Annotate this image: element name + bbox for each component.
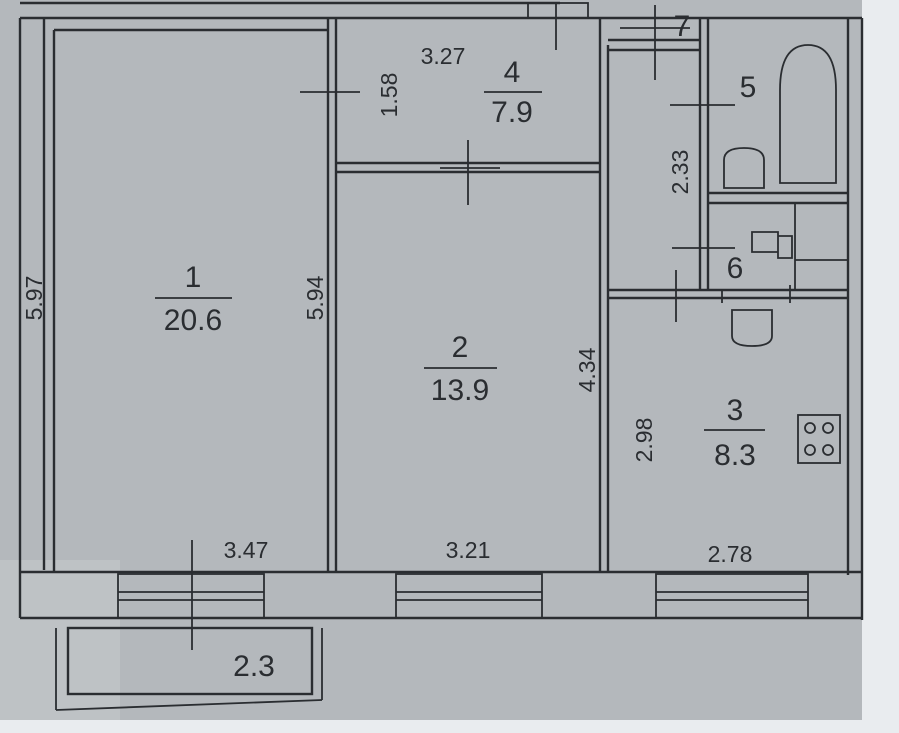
fixtures (723, 44, 841, 464)
bathtub-icon (779, 44, 837, 184)
dim-room2-width: 3.21 (446, 537, 491, 563)
dim-corridor-height: 2.33 (667, 150, 693, 195)
room-2-number: 2 (452, 331, 469, 364)
room-3: 3 8.3 (704, 394, 765, 472)
room-2: 2 13.9 (424, 331, 497, 407)
sheet-glare (0, 560, 120, 720)
dimension-marks (191, 3, 791, 650)
dim-room3-width: 2.78 (708, 541, 753, 567)
room-7-number: 7 (674, 10, 691, 43)
room-4-area: 7.9 (491, 96, 533, 129)
windows (117, 2, 809, 619)
sink-icon (723, 147, 765, 189)
balcony (55, 626, 323, 711)
dim-room1-height: 5.97 (21, 276, 47, 321)
room-3-area: 8.3 (714, 439, 756, 472)
room-4: 4 7.9 (484, 56, 542, 129)
dim-room1-inner-height: 5.94 (302, 275, 328, 320)
dim-room4-height: 1.58 (376, 73, 402, 118)
dim-room1-width: 3.47 (224, 537, 269, 563)
walls (18, 1, 864, 620)
sink-icon (731, 309, 773, 347)
dim-room2-height: 4.34 (574, 347, 600, 392)
room-6-number: 6 (727, 252, 744, 285)
dim-room4-width: 3.27 (421, 43, 466, 69)
room-2-area: 13.9 (431, 374, 489, 407)
room-1: 1 20.6 (155, 261, 232, 337)
room-3-number: 3 (727, 394, 744, 427)
room-4-number: 4 (504, 56, 521, 89)
plan-sheet (0, 0, 862, 720)
toilet-icon (751, 231, 793, 259)
room-1-area: 20.6 (164, 304, 222, 337)
dimension-labels: 5.97 5.94 3.47 3.21 4.34 2.78 2.98 3.27 … (21, 43, 752, 683)
room-5-number: 5 (740, 71, 757, 104)
room-1-number: 1 (185, 261, 202, 294)
stove-icon (797, 414, 841, 464)
dim-room3-height: 2.98 (631, 418, 657, 463)
dim-balcony-width: 2.3 (233, 650, 275, 683)
